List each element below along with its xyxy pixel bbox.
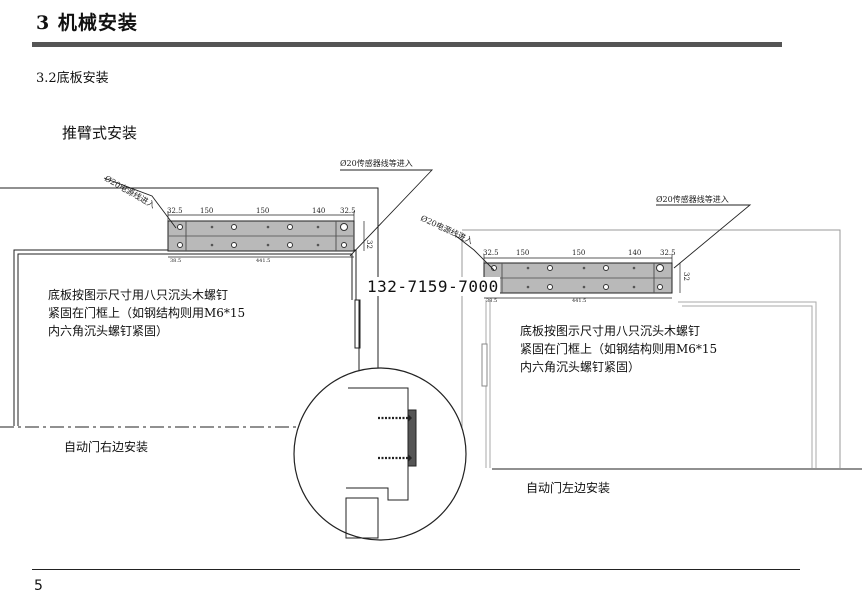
heading-rule	[32, 42, 782, 47]
sensor-label: Ø20传感器线等进入	[656, 194, 729, 204]
detail-circle	[293, 367, 467, 541]
right-install-drawing	[0, 169, 434, 428]
dim-top-3: 150	[572, 249, 585, 257]
dim-top-1: 32.5	[167, 207, 183, 215]
caption-right: 自动门右边安装	[64, 440, 149, 454]
dim-top-5: 32.5	[340, 207, 356, 215]
note-line: 内六角沉头螺钉紧固）	[48, 324, 169, 338]
caption-left: 自动门左边安装	[526, 481, 611, 495]
note-left: 底板按图示尺寸用八只沉头木螺钉 紧固在门框上（如钢结构则用M6*15 内六角沉头…	[520, 322, 717, 376]
page-number: 5	[34, 578, 43, 594]
dim-bottom-2: 441.5	[572, 298, 586, 304]
dim-bottom-1: 38.5	[486, 298, 497, 304]
sensor-label: Ø20传感器线等进入	[340, 158, 413, 168]
note-line: 底板按图示尺寸用八只沉头木螺钉	[520, 324, 701, 338]
left-install-drawing	[455, 204, 862, 470]
note-right: 底板按图示尺寸用八只沉头木螺钉 紧固在门框上（如钢结构则用M6*15 内六角沉头…	[48, 286, 245, 340]
subsection-title: 3.2底板安装	[36, 71, 109, 86]
footer-rule	[32, 569, 800, 570]
note-line: 底板按图示尺寸用八只沉头木螺钉	[48, 288, 229, 302]
dim-bottom-1: 38.5	[170, 258, 181, 264]
note-line: 紧固在门框上（如钢结构则用M6*15	[520, 342, 718, 356]
phone-number: 132-7159-7000	[366, 277, 500, 296]
cable-label: Ø20电源线进入	[103, 173, 157, 210]
method-title: 推臂式安装	[62, 124, 138, 142]
dim-bottom-2: 441.5	[256, 258, 270, 264]
dim-top-2: 150	[200, 207, 213, 215]
note-line: 紧固在门框上（如钢结构则用M6*15	[48, 306, 246, 320]
note-line: 内六角沉头螺钉紧固）	[520, 360, 641, 374]
dim-top-3: 150	[256, 207, 269, 215]
section-heading: 3 机械安装	[36, 12, 138, 34]
dim-top-1: 32.5	[483, 249, 499, 257]
dim-side: 32	[365, 240, 373, 249]
dim-side: 32	[682, 272, 690, 281]
dim-top-2: 150	[516, 249, 529, 257]
dim-top-4: 140	[312, 207, 325, 215]
dim-top-4: 140	[628, 249, 641, 257]
cable-label: Ø20电源线进入	[419, 213, 475, 246]
dim-top-5: 32.5	[660, 249, 676, 257]
